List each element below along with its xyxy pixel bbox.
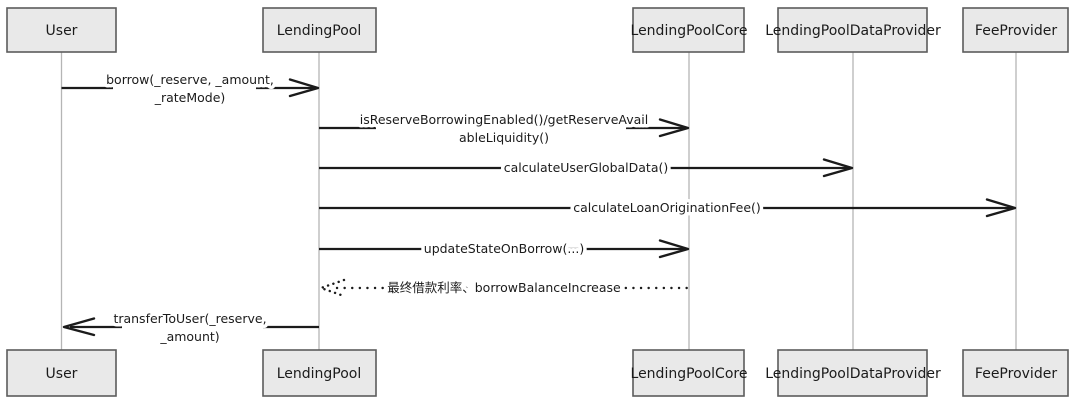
actor-box: [6, 349, 117, 397]
actor-label: FeeProvider: [975, 366, 1057, 382]
message-label: 最终借款利率、borrowBalanceIncrease: [387, 280, 621, 295]
actor-box: [262, 7, 377, 53]
actor-bottom-user: User: [6, 349, 117, 397]
actor-bottom-lendingpoolcore: LendingPoolCore: [631, 349, 748, 397]
arrow-right-icon: [658, 118, 690, 138]
actor-label: LendingPoolDataProvider: [765, 366, 941, 382]
actor-box: [262, 349, 377, 397]
arrow-right-icon: [985, 198, 1017, 218]
message-label: isReserveBorrowingEnabled()/getReserveAv…: [360, 112, 649, 127]
actor-label: FeeProvider: [975, 23, 1057, 39]
message-label: ableLiquidity(): [459, 130, 549, 145]
actor-top-lendingpooldataprovider: LendingPoolDataProvider: [765, 7, 941, 53]
message-return-borrow-rate: 最终借款利率、borrowBalanceIncrease: [319, 277, 690, 299]
actor-top-feeprovider: FeeProvider: [962, 7, 1069, 53]
actor-label: LendingPoolDataProvider: [765, 23, 941, 39]
actor-top-lendingpoolcore: LendingPoolCore: [631, 7, 748, 53]
message-is-reserve-borrowing-enabled: isReserveBorrowingEnabled()/getReserveAv…: [319, 109, 690, 149]
message-label: _rateMode): [154, 90, 226, 105]
actor-box: [777, 349, 928, 397]
arrow-right-icon: [822, 158, 854, 178]
actor-bottom-feeprovider: FeeProvider: [962, 349, 1069, 397]
actor-top-user: User: [6, 7, 117, 53]
message-label: updateStateOnBorrow(...): [424, 241, 584, 256]
arrow-right-icon: [658, 239, 690, 259]
message-label: calculateLoanOriginationFee(): [573, 200, 761, 215]
actor-box: [962, 349, 1069, 397]
arrow-left-icon: [319, 278, 346, 298]
actor-box: [6, 7, 117, 53]
message-label: _amount): [159, 329, 219, 344]
actor-box: [632, 7, 745, 53]
message-label: borrow(_reserve, _amount,: [106, 72, 274, 87]
actor-bottom-lendingpooldataprovider: LendingPoolDataProvider: [765, 349, 941, 397]
actor-label: LendingPoolCore: [631, 23, 748, 39]
actor-bottom-lendingpool: LendingPool: [262, 349, 377, 397]
arrow-left-icon: [62, 317, 96, 337]
message-calculate-loan-origination-fee: calculateLoanOriginationFee(): [319, 197, 1017, 219]
message-calculate-user-global-data: calculateUserGlobalData(): [319, 157, 854, 179]
actor-label: LendingPool: [277, 366, 362, 382]
actor-box: [962, 7, 1069, 53]
message-update-state-on-borrow: updateStateOnBorrow(...): [319, 238, 690, 260]
actor-label: User: [46, 366, 78, 382]
message-label: transferToUser(_reserve,: [113, 311, 266, 326]
actor-label: LendingPoolCore: [631, 366, 748, 382]
arrow-right-icon: [288, 78, 320, 98]
message-borrow: borrow(_reserve, _amount, _rateMode): [61, 69, 320, 109]
actor-box: [777, 7, 928, 53]
message-label: calculateUserGlobalData(): [504, 160, 669, 175]
actor-box: [632, 349, 745, 397]
actor-label: User: [46, 23, 78, 39]
message-transfer-to-user: transferToUser(_reserve, _amount): [62, 308, 319, 348]
actor-top-lendingpool: LendingPool: [262, 7, 377, 53]
actor-label: LendingPool: [277, 23, 362, 39]
